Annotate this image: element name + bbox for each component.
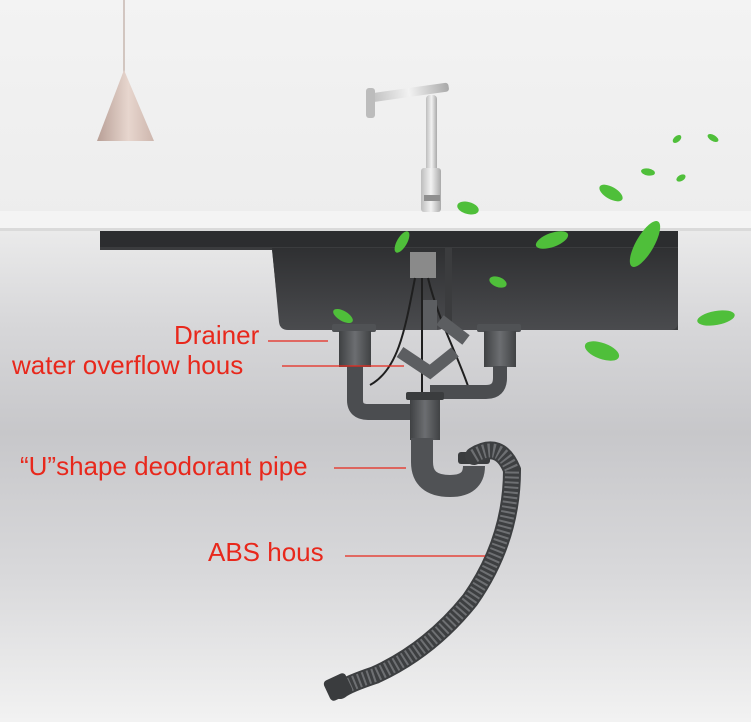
countertop xyxy=(0,211,751,231)
drain-assembly xyxy=(332,300,521,498)
leaf-icon xyxy=(333,134,735,361)
leader-lines xyxy=(268,340,485,557)
label-abs-hose: ABS hous xyxy=(208,537,324,567)
label-water-overflow: water overflow hous xyxy=(12,350,244,380)
faucet-icon xyxy=(366,82,449,212)
abs-hose xyxy=(323,441,522,701)
sink-body xyxy=(100,231,678,330)
label-drainer: Drainer xyxy=(174,320,260,350)
pendant-lamp-icon xyxy=(97,0,154,141)
label-u-shape-pipe: “U”shape deodorant pipe xyxy=(20,451,308,481)
supply-lines xyxy=(369,252,471,395)
